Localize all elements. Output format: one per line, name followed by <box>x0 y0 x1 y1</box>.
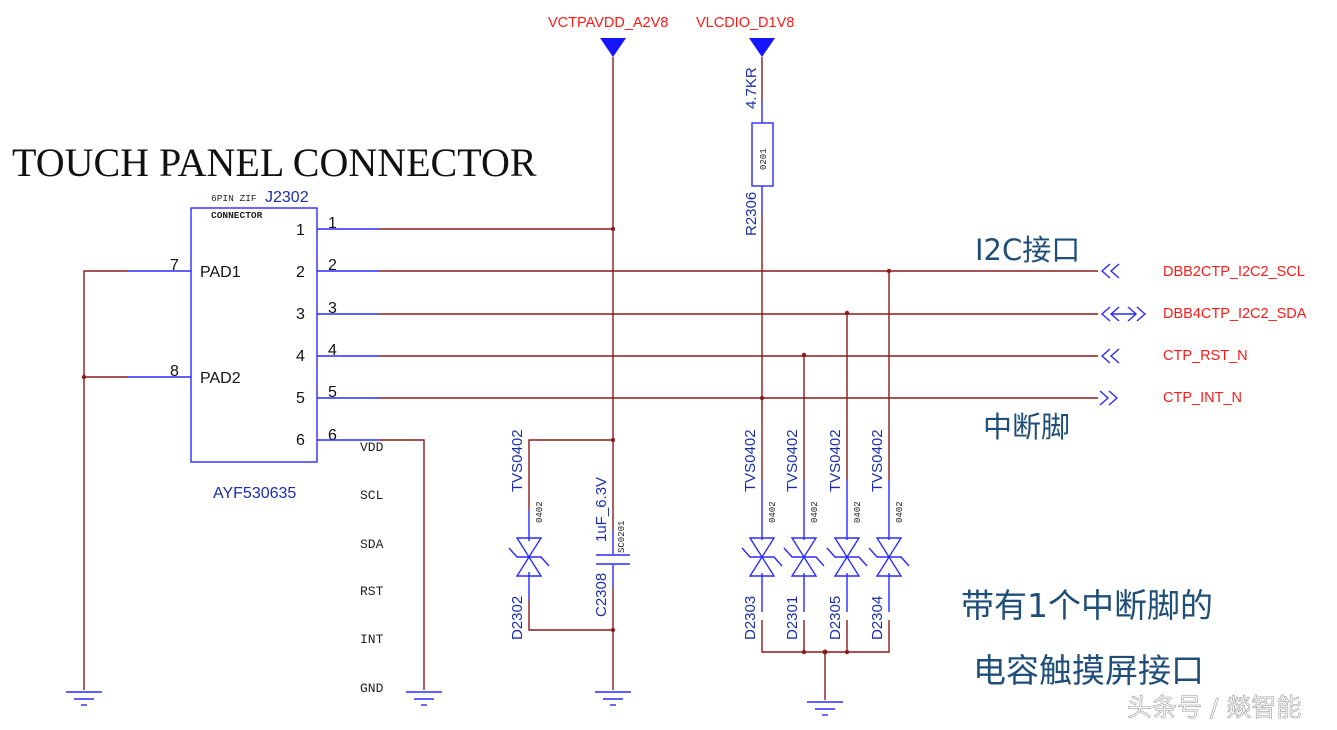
tvs-ref: D2301 <box>784 596 801 640</box>
ground-icon <box>595 691 631 706</box>
tvs-package: 0402 <box>535 501 545 523</box>
pin-number-inner: 1 <box>296 222 305 239</box>
pin-number-outer: 4 <box>328 342 337 359</box>
power-rail-label-vctpavdd: VCTPAVDD_A2V8 <box>548 15 668 31</box>
pin-function: RST <box>360 584 384 599</box>
net-label-scl: DBB2CTP_I2C2_SCL <box>1163 264 1305 280</box>
tvs-package: 0402 <box>768 501 778 523</box>
signal-wires <box>380 228 1098 399</box>
annotation-interrupt: 中断脚 <box>983 410 1070 444</box>
tvs-package: 0402 <box>810 501 820 523</box>
net-label-rst: CTP_RST_N <box>1163 348 1248 364</box>
pin-number-outer: 2 <box>328 257 337 274</box>
ground-icon <box>406 691 442 706</box>
tvs-diode-d2301: TVS0402 0402 D2301 <box>783 429 825 640</box>
connector-ref: J2302 <box>265 189 309 206</box>
connector-desc-line2: CONNECTOR <box>211 210 263 221</box>
pin-number-inner: 2 <box>296 264 305 281</box>
pin-function: SDA <box>360 537 384 552</box>
ground-icon <box>66 691 102 706</box>
pin-function: SCL <box>360 488 383 503</box>
resistor-r2306: 4.7KR 0201 R2306 <box>743 57 774 401</box>
tvs-type: TVS0402 <box>509 429 526 492</box>
net-label-int: CTP_INT_N <box>1163 390 1242 406</box>
pin6-ground-wire <box>380 439 425 690</box>
connector-part-number: AYF530635 <box>213 485 296 502</box>
pad1-number: 7 <box>170 257 179 274</box>
pin-number-inner: 3 <box>296 306 305 323</box>
schematic-title: TOUCH PANEL CONNECTOR <box>12 140 537 185</box>
resistor-ref: R2306 <box>743 192 760 236</box>
connector-j2302: 6PIN ZIF J2302 CONNECTOR AYF530635 1 2 3… <box>170 189 337 502</box>
tvs-type: TVS0402 <box>742 429 759 492</box>
tvs-ref: D2305 <box>827 596 844 640</box>
pin-function: GND <box>360 681 384 696</box>
pin-number-outer: 3 <box>328 300 337 317</box>
annotation-summary-line1: 带有1个中断脚的 <box>961 586 1213 625</box>
tvs-array-wires <box>761 271 890 700</box>
net-label-sda: DBB4CTP_I2C2_SDA <box>1163 306 1307 322</box>
pad2-number: 8 <box>170 363 179 380</box>
pin-number-outer: 1 <box>328 215 337 232</box>
pad-ground-wire <box>81 270 127 690</box>
tvs-diode-d2303: TVS0402 0402 D2303 <box>741 429 783 640</box>
port-bidirectional-icon <box>1100 306 1147 322</box>
pad2-label: PAD2 <box>200 370 241 387</box>
connector-desc-line1: 6PIN ZIF <box>211 193 257 204</box>
port-input-icon <box>1100 348 1120 364</box>
pin-number-inner: 4 <box>296 348 305 365</box>
pin-function-list: VDD SCL SDA RST INT GND <box>360 440 384 696</box>
resistor-package: 0201 <box>759 148 769 170</box>
tvs-package: 0402 <box>853 501 863 523</box>
vctpavdd-rail <box>610 57 616 690</box>
pin-function: INT <box>360 632 384 647</box>
resistor-value: 4.7KR <box>743 67 760 109</box>
tvs-type: TVS0402 <box>784 429 801 492</box>
capacitor-ref: C2308 <box>593 573 610 617</box>
port-output-icon <box>1099 390 1119 406</box>
capacitor-c2308: 1uF_6.3V SC0201 C2308 <box>593 477 630 617</box>
tvs-type: TVS0402 <box>827 429 844 492</box>
pin-stubs <box>127 228 380 441</box>
watermark: 头条号 / 燚智能 <box>1127 693 1301 722</box>
power-arrow-icon <box>749 38 775 57</box>
tvs-diode-d2304: TVS0402 0402 D2304 <box>868 429 910 640</box>
port-input-icon <box>1100 263 1120 279</box>
power-rail-label-vlcdio: VLCDIO_D1V8 <box>696 15 794 31</box>
capacitor-package: SC0201 <box>617 521 627 553</box>
pin-number-inner: 5 <box>296 390 305 407</box>
tvs-diode-d2302: TVS0402 0402 D2302 <box>508 429 613 640</box>
tvs-diode-d2305: TVS0402 0402 D2305 <box>826 429 868 640</box>
annotation-i2c: I2C接口 <box>975 233 1080 267</box>
tvs-type: TVS0402 <box>869 429 886 492</box>
tvs-ref: D2303 <box>742 596 759 640</box>
tvs-package: 0402 <box>895 501 905 523</box>
capacitor-value: 1uF_6.3V <box>593 477 610 542</box>
pin-number-outer: 5 <box>328 384 337 401</box>
tvs-ref: D2304 <box>869 596 886 640</box>
tvs-ref: D2302 <box>509 596 526 640</box>
pin-number-outer: 6 <box>328 427 337 444</box>
pin-function: VDD <box>360 440 384 455</box>
pin-number-inner: 6 <box>296 432 305 449</box>
ground-icon <box>807 701 843 716</box>
annotation-summary-line2: 电容触摸屏接口 <box>973 651 1204 690</box>
power-arrow-icon <box>600 38 626 57</box>
pad1-label: PAD1 <box>200 264 241 281</box>
